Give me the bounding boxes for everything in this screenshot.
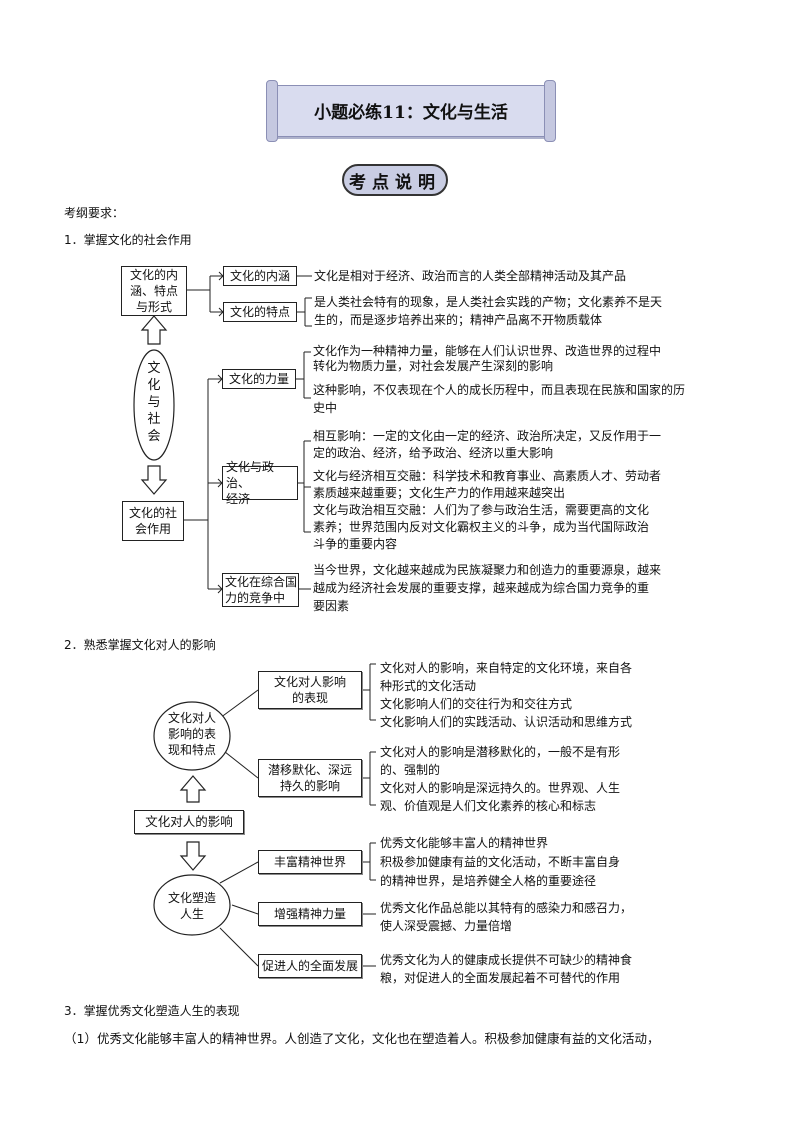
zhengzhi-p1-line2: 定的政治、经济，给予政治、经济以重大影响 [313, 446, 554, 460]
ellipse-line: 文化塑造 [167, 891, 216, 905]
box-line: 文化对人影响 [273, 675, 346, 689]
shape-life-ellipse-label: 文化塑造 人生 [164, 890, 220, 922]
box-line: 潜移默化、深远 [267, 763, 352, 777]
box-line: 的表现 [291, 691, 328, 705]
box-line: 文化的社 [128, 506, 177, 520]
cujin-box: 促进人的全面发展 [258, 954, 362, 978]
intro-text: 考纲要求： [64, 206, 125, 220]
ellipse-line: 人生 [179, 907, 204, 921]
zhengzhi-box: 文化与政治、 经济 [222, 460, 298, 506]
zengqiang-box: 增强精神力量 [258, 902, 362, 926]
fengfu-line3: 的精神世界，是培养健全人格的重要途径 [380, 874, 597, 888]
center-char: 与 [147, 395, 161, 410]
tedian-box: 文化的特点 [223, 302, 297, 322]
zhengzhi-p2-line2: 素质越来越重要；文化生产力的作用越来越突出 [313, 486, 566, 500]
liliang-p2-line2: 史中 [313, 401, 338, 415]
culture-meaning-box: 文化的内 涵、特点 与形式 [121, 266, 187, 316]
zhengzhi-p2-line1: 文化与经济相互交融：科学技术和教育事业、高素质人才、劳动者 [313, 469, 662, 483]
section-badge: 考点说明 [342, 164, 448, 196]
qianyi-box: 潜移默化、深远 持久的影响 [258, 759, 362, 797]
center-char: 会 [147, 429, 161, 444]
guoli-box: 文化在综合国 力的竞争中 [222, 573, 299, 607]
section3-heading: 3．掌握优秀文化塑造人生的表现 [64, 1004, 240, 1018]
biaoxian-box: 文化对人影响 的表现 [258, 671, 362, 709]
banner-scroll-right [544, 80, 556, 142]
influence-ellipse-label: 文化对人 影响的表 现和特点 [164, 710, 220, 758]
zengqiang-line2: 使人深受震撼、力量倍增 [380, 919, 513, 933]
ellipse-line: 文化对人 [167, 711, 216, 725]
center-char: 化 [147, 378, 161, 393]
ellipse-line: 影响的表 [167, 727, 216, 741]
liliang-p1-line1: 文化作为一种精神力量，能够在人们认识世界、改造世界的过程中 [313, 344, 662, 358]
cujin-line1: 优秀文化为人的健康成长提供不可缺少的精神食 [380, 953, 633, 967]
title-banner: 小题必练11：文化与生活 [272, 85, 550, 137]
biaoxian-line4: 文化影响人们的实践活动、认识活动和思维方式 [380, 715, 633, 729]
qianyi-line4: 观、价值观是人们文化素养的核心和标志 [380, 799, 597, 813]
zhengzhi-p3-line1: 文化与政治相互交融：人们为了参与政治生活，需要更高的文化 [313, 503, 650, 517]
neihan-text: 文化是相对于经济、政治而言的人类全部精神活动及其产品 [314, 269, 627, 283]
section-badge-label: 考点说明 [349, 172, 441, 193]
liliang-p1-line2: 转化为物质力量，对社会发展产生深刻的影响 [313, 359, 554, 373]
biaoxian-line2: 种形式的文化活动 [380, 679, 477, 693]
box-line: 文化与政治、 [226, 460, 275, 490]
box-line: 文化的内 [129, 268, 178, 282]
fengfu-line2: 积极参加健康有益的文化活动，不断丰富自身 [380, 855, 621, 869]
center-char: 社 [147, 412, 161, 427]
tedian-line2: 生的，而是逐步培养出来的；精神产品离不开物质载体 [314, 313, 603, 327]
center-char: 文 [147, 361, 161, 376]
section2-heading: 2．熟悉掌握文化对人的影响 [64, 638, 216, 652]
center-influence-box: 文化对人的影响 [134, 810, 244, 834]
box-line: 力的竞争中 [225, 591, 286, 605]
qianyi-line1: 文化对人的影响是潜移默化的，一般不是有形 [380, 745, 621, 759]
neihan-box: 文化的内涵 [223, 266, 297, 286]
box-line: 涵、特点 [129, 284, 178, 298]
biaoxian-line1: 文化对人的影响，来自特定的文化环境，来自各 [380, 661, 633, 675]
liliang-box: 文化的力量 [222, 369, 296, 389]
fengfu-line1: 优秀文化能够丰富人的精神世界 [380, 836, 549, 850]
qianyi-line3: 文化对人的影响是深远持久的。世界观、人生 [380, 781, 621, 795]
section1-heading: 1．掌握文化的社会作用 [64, 233, 192, 247]
box-line: 文化在综合国 [225, 575, 298, 589]
box-line: 会作用 [134, 522, 171, 536]
tedian-line1: 是人类社会特有的现象，是人类社会实践的产物；文化素养不是天 [314, 295, 663, 309]
zhengzhi-p3-line3: 斗争的重要内容 [313, 537, 398, 551]
box-line: 持久的影响 [279, 779, 340, 793]
zhengzhi-p3-line2: 素养；世界范围内反对文化霸权主义的斗争，成为当代国际政治 [313, 520, 650, 534]
guoli-line1: 当今世界，文化越来越成为民族凝聚力和创造力的重要源泉，越来 [313, 563, 662, 577]
box-line: 与形式 [135, 300, 172, 314]
guoli-line3: 要因素 [313, 599, 350, 613]
biaoxian-line3: 文化影响人们的交往行为和交往方式 [380, 697, 573, 711]
qianyi-line2: 的、强制的 [380, 763, 441, 777]
social-role-box: 文化的社 会作用 [122, 501, 184, 541]
zhengzhi-p1-line1: 相互影响：一定的文化由一定的经济、政治所决定，又反作用于一 [313, 429, 662, 443]
page-title: 小题必练11：文化与生活 [314, 103, 508, 123]
box-line: 经济 [226, 492, 251, 506]
section3-paragraph: （1）优秀文化能够丰富人的精神世界。人创造了文化，文化也在塑造着人。积极参加健康… [64, 1031, 660, 1046]
liliang-p2-line1: 这种影响，不仅表现在个人的成长历程中，而且表现在民族和国家的历 [313, 383, 686, 397]
ellipse-line: 现和特点 [167, 743, 216, 757]
guoli-line2: 越成为经济社会发展的重要支撑，越来越成为综合国力竞争的重 [313, 581, 650, 595]
fengfu-box: 丰富精神世界 [258, 850, 362, 874]
cujin-line2: 粮，对促进人的全面发展起着不可替代的作用 [380, 971, 621, 985]
culture-society-center: 文 化 与 社 会 [144, 360, 164, 445]
zengqiang-line1: 优秀文化作品总能以其特有的感染力和感召力， [380, 901, 633, 915]
banner-scroll-left [266, 80, 278, 142]
